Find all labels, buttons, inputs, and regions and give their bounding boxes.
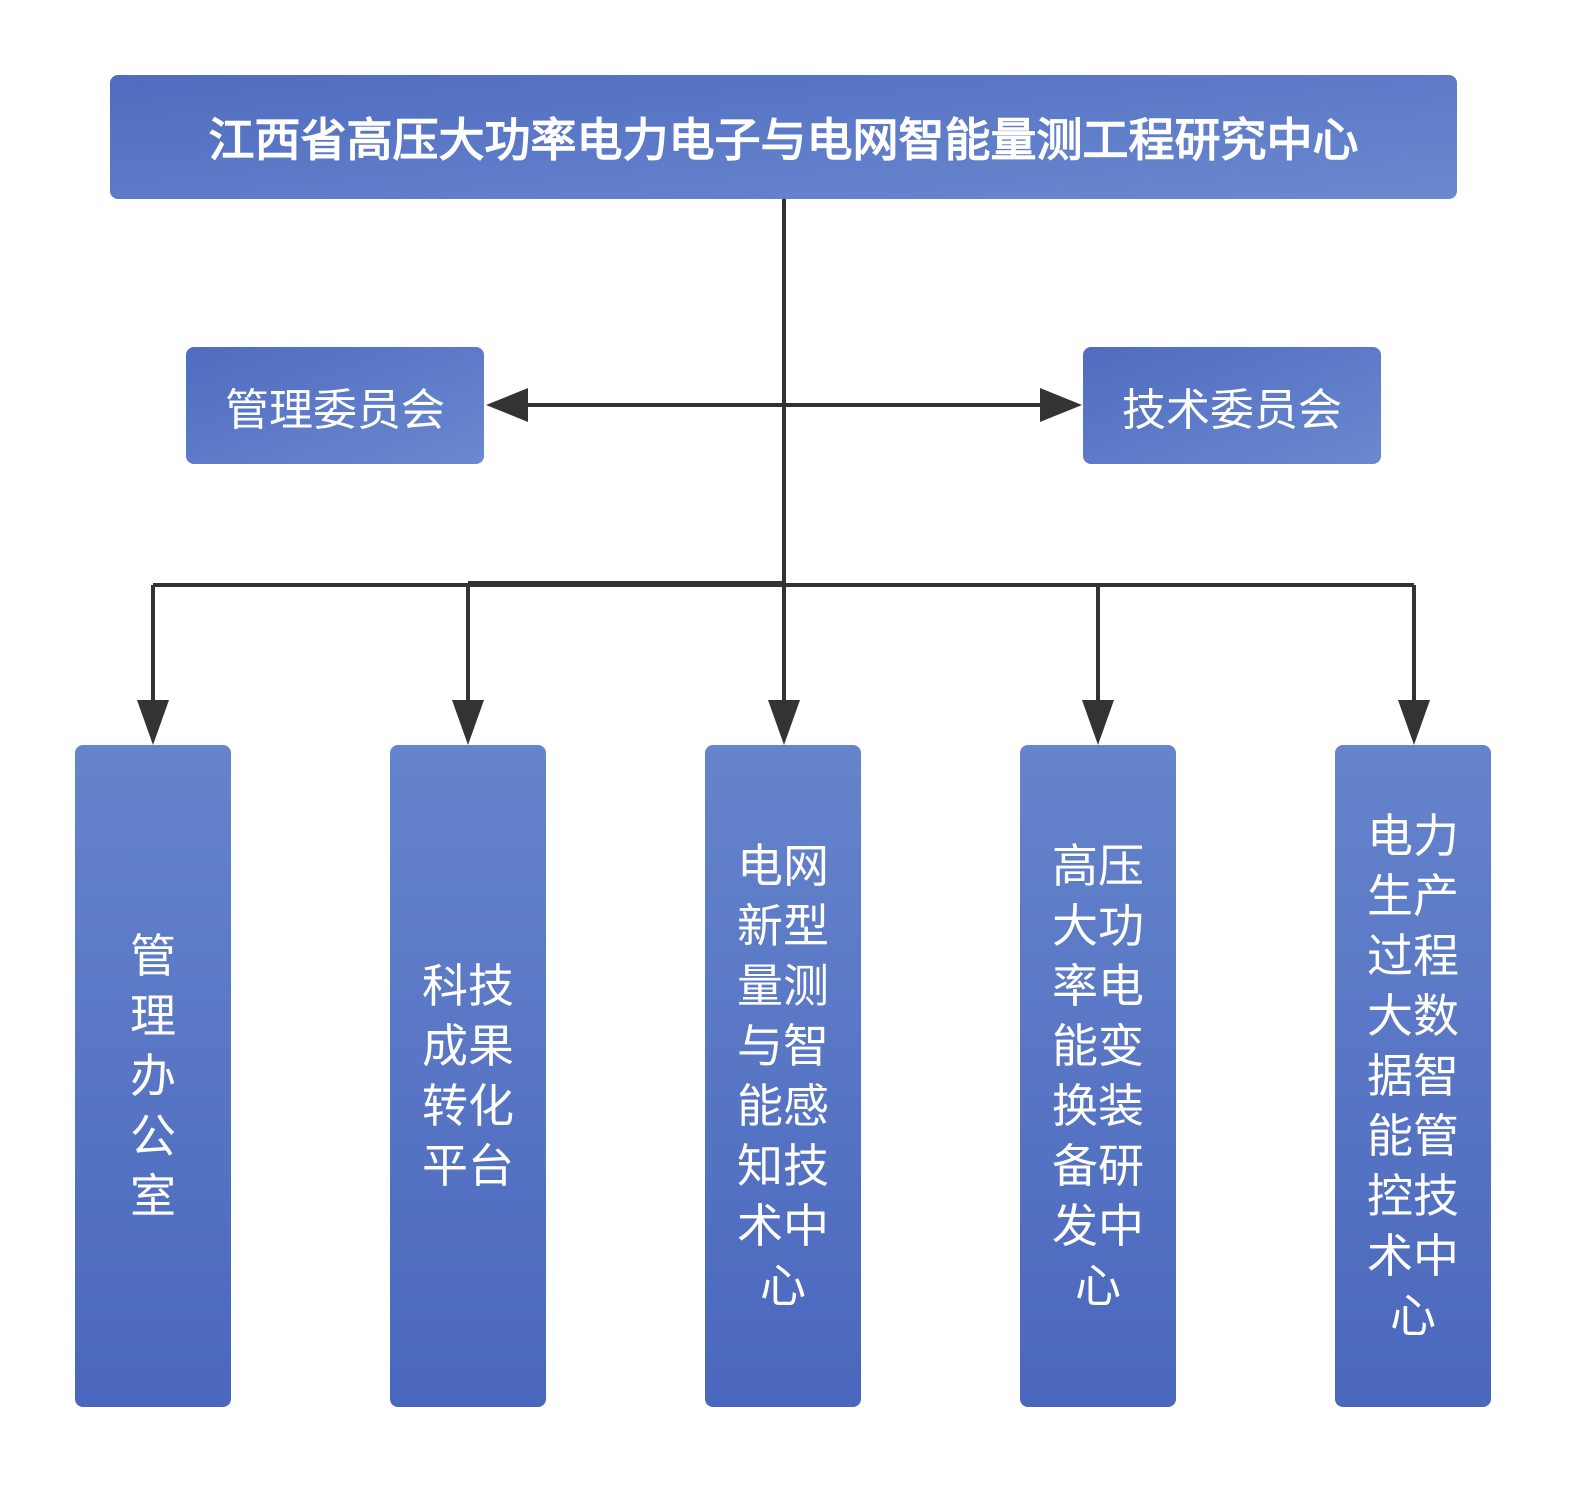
department-node-tech-transfer: 科技成果转化平台 xyxy=(390,745,546,1407)
arrow-down-icon xyxy=(768,700,800,745)
department-label: 科技成果转化平台 xyxy=(422,959,514,1193)
department-node-grid-sensing: 电网新型量测与智能感知技术中心 xyxy=(705,745,861,1407)
root-title: 江西省高压大功率电力电子与电网智能量测工程研究中心 xyxy=(208,113,1359,167)
department-label: 电力生产过程大数据智能管控技术中心 xyxy=(1367,809,1459,1343)
arrow-down-icon xyxy=(1398,700,1430,745)
root-node: 江西省高压大功率电力电子与电网智能量测工程研究中心 xyxy=(110,75,1457,199)
arrow-down-icon xyxy=(137,700,169,745)
committee-label: 管理委员会 xyxy=(225,384,445,436)
arrow-down-icon xyxy=(1082,700,1114,745)
arrow-right-icon xyxy=(1040,388,1082,422)
department-node-management-office: 管理办公室 xyxy=(75,745,231,1407)
arrow-left-icon xyxy=(486,388,528,422)
department-label: 管理办公室 xyxy=(130,929,176,1223)
arrow-down-icon xyxy=(452,700,484,745)
department-node-power-conversion: 高压大功率电能变换装备研发中心 xyxy=(1020,745,1176,1407)
committee-node-technical: 技术委员会 xyxy=(1083,347,1381,464)
department-label: 电网新型量测与智能感知技术中心 xyxy=(737,839,829,1313)
department-label: 高压大功率电能变换装备研发中心 xyxy=(1052,839,1144,1313)
department-node-big-data: 电力生产过程大数据智能管控技术中心 xyxy=(1335,745,1491,1407)
committee-label: 技术委员会 xyxy=(1122,384,1342,436)
committee-node-management: 管理委员会 xyxy=(186,347,484,464)
